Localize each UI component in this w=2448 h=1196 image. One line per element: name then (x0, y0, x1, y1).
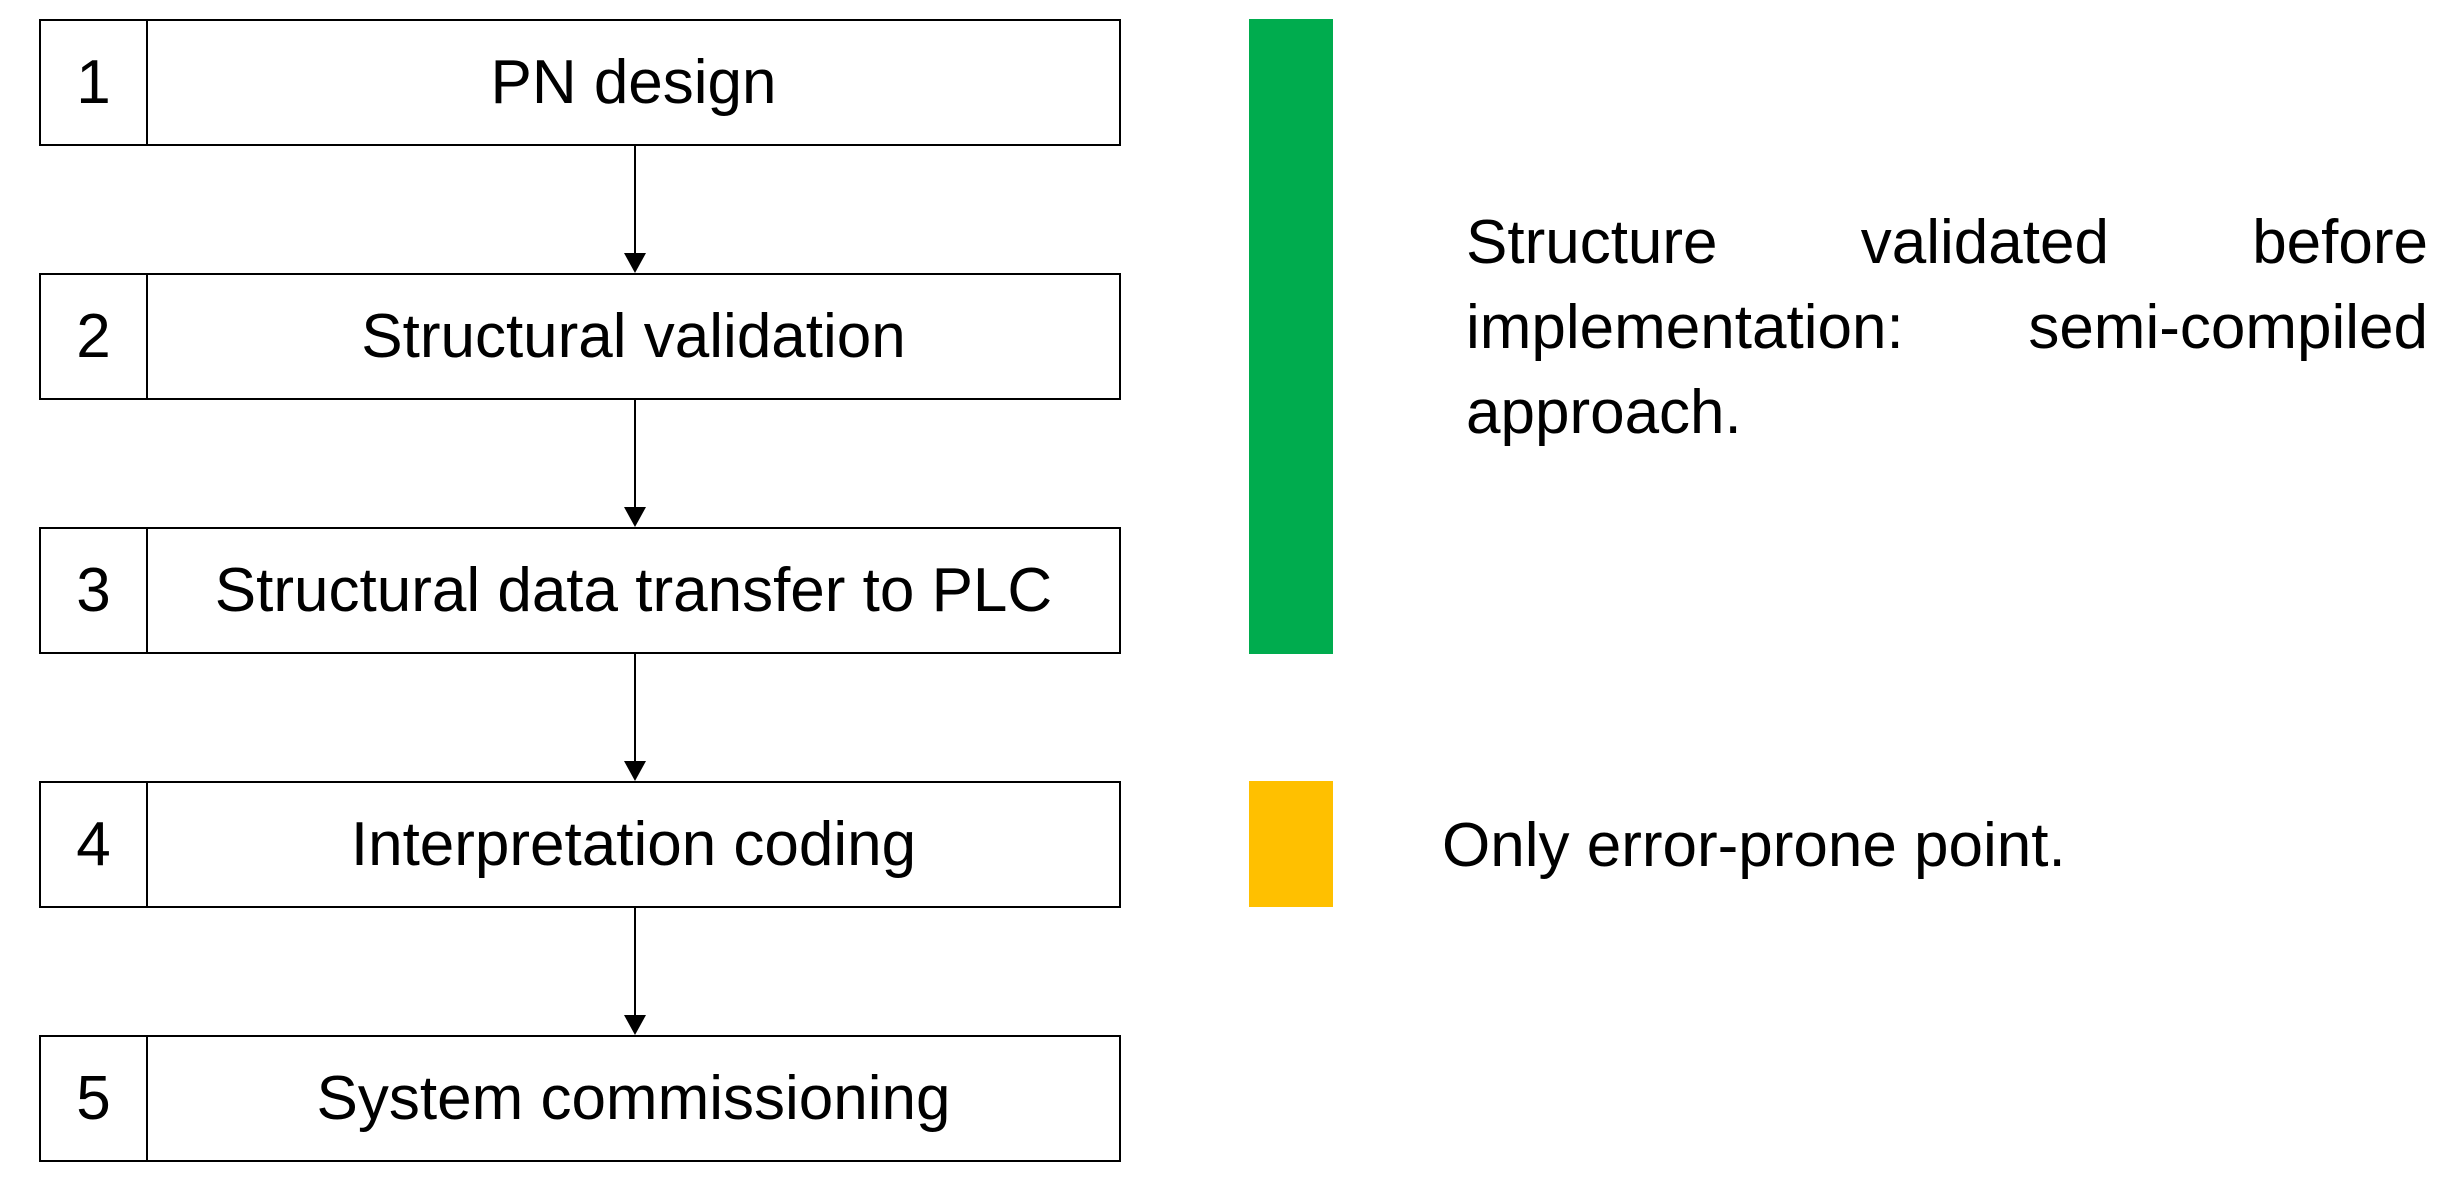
flow-step-row-3: 3 Structural data transfer to PLC (39, 527, 1121, 654)
note-line: approach. (1466, 378, 1742, 447)
arrow-down-icon (624, 1015, 646, 1035)
arrow-line (634, 400, 636, 508)
arrow-down-icon (624, 253, 646, 273)
arrow-line (634, 146, 636, 254)
arrow-line (634, 908, 636, 1016)
green-annotation-note: Structure validated before implementatio… (1466, 200, 2428, 455)
arrow-line (634, 654, 636, 762)
flow-arrow-connector (624, 400, 646, 527)
gold-annotation-note: Only error-prone point. (1442, 811, 2066, 880)
note-line: implementation: semi-compiled (1466, 293, 2428, 362)
step-number: 3 (41, 529, 148, 652)
flow-step-row-5: 5 System commissioning (39, 1035, 1121, 1162)
step-label: PN design (490, 47, 777, 117)
note-line: Structure validated before (1466, 208, 2428, 277)
step-label: Interpretation coding (350, 809, 917, 879)
flow-arrow-connector (624, 908, 646, 1035)
flow-arrow-connector (624, 654, 646, 781)
step-number: 5 (41, 1037, 148, 1160)
flow-arrow-connector (624, 146, 646, 273)
flow-step-row-2: 2 Structural validation (39, 273, 1121, 400)
arrow-down-icon (624, 507, 646, 527)
gold-warning-swatch (1249, 781, 1333, 907)
step-number: 4 (41, 783, 148, 906)
step-number: 2 (41, 275, 148, 398)
arrow-down-icon (624, 761, 646, 781)
flow-step-row-4: 4 Interpretation coding (39, 781, 1121, 908)
green-validation-bar (1249, 19, 1333, 654)
flow-step-row-1: 1 PN design (39, 19, 1121, 146)
step-label: System commissioning (316, 1063, 951, 1133)
step-number: 1 (41, 21, 148, 144)
step-label: Structural data transfer to PLC (214, 555, 1053, 625)
step-label: Structural validation (361, 301, 906, 371)
